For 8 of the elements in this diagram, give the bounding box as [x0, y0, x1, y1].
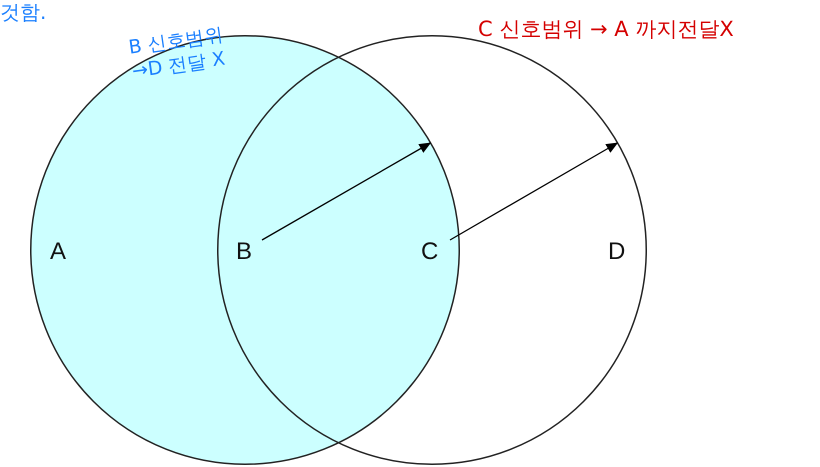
point-label: C	[421, 240, 438, 264]
handwritten-note: 것함.	[0, 0, 48, 25]
handwritten-note: C 신호범위 → A 까지전달X	[478, 16, 735, 42]
point-label: D	[608, 240, 626, 264]
handwritten-note: B 신호범위 →D 전달 X	[127, 22, 228, 84]
point-label: A	[50, 240, 66, 264]
point-label: B	[236, 240, 252, 264]
arrow	[262, 142, 432, 241]
